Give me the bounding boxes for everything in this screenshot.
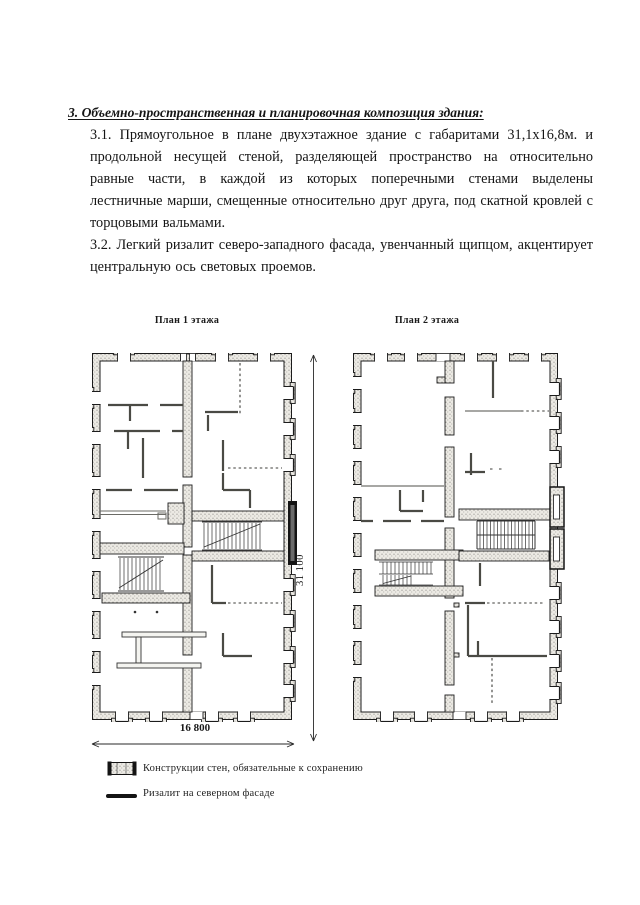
section-body: 3.1. Прямоугольное в плане двухэтажное з… [90, 124, 593, 278]
horizontal-dimension-line [91, 740, 295, 748]
stair-flight-left [118, 556, 164, 592]
corridor-walls [99, 502, 285, 604]
entrance-openings [180, 353, 204, 720]
column-dots [133, 610, 159, 614]
vertical-dimension-label: 31 100 [295, 554, 306, 586]
interior-partitions [361, 361, 547, 658]
central-bearing-wall [182, 360, 193, 713]
legend-risalit-line-icon [106, 794, 137, 798]
risalit-mark [549, 486, 565, 570]
paragraph-3-2: 3.2. Легкий ризалит северо-западного фас… [90, 237, 593, 275]
floor-plan-1-title: План 1 этажа [154, 315, 220, 326]
central-bearing-wall [436, 360, 460, 713]
stair-flight-right [202, 521, 262, 551]
stair-flight-left [379, 561, 433, 586]
legend-wall-label: Конструкции стен, обязательные к сохране… [143, 763, 363, 774]
built-in-furniture [116, 631, 207, 669]
legend-wall-swatch-icon [107, 761, 137, 776]
dashed-openings [228, 363, 282, 604]
floor-plan-2-title: План 2 этажа [394, 315, 460, 326]
stair-flight-right [476, 520, 536, 550]
paragraph-3-1: 3.1. Прямоугольное в плане двухэтажное з… [90, 127, 593, 231]
legend-risalit-label: Ризалит на северном фасаде [143, 788, 275, 799]
interior-partitions [106, 403, 252, 658]
entrance-openings [435, 353, 467, 720]
floor-plan-2-drawing [353, 353, 565, 722]
dashed-openings [487, 410, 549, 705]
light-partitions [361, 410, 521, 487]
section-heading: 3. Объемно-пространственная и планировоч… [68, 105, 484, 120]
corridor-walls [374, 508, 551, 597]
horizontal-dimension-label: 16 800 [179, 722, 211, 734]
light-partitions [100, 510, 167, 520]
floor-plan-1-drawing [92, 353, 297, 722]
outer-wall [353, 353, 558, 720]
window-openings [353, 353, 562, 722]
risalit-mark [288, 501, 297, 565]
vertical-dimension-line [310, 354, 317, 742]
